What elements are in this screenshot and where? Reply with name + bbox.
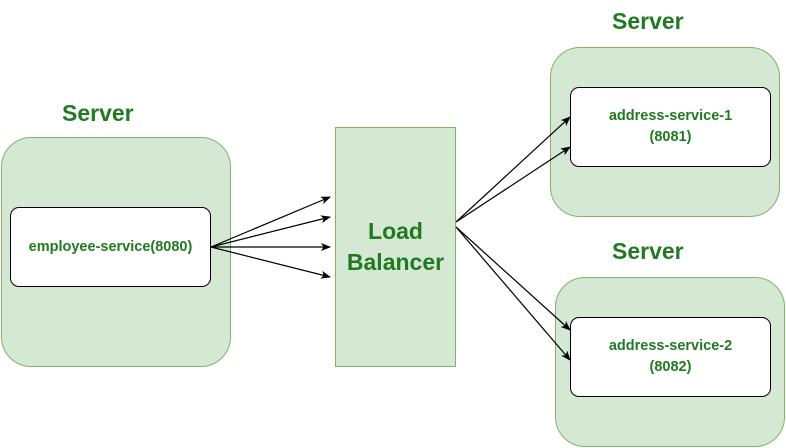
address-service-2-name: address-service-2 bbox=[608, 338, 733, 354]
load-balancer-node[interactable]: Load Balancer bbox=[335, 127, 456, 367]
employee-service-node[interactable]: employee-service(8080) bbox=[10, 207, 211, 287]
arrow-employee-to-lb-2 bbox=[210, 215, 331, 248]
server-label-address-1: Server bbox=[612, 8, 684, 34]
address-service-2-node[interactable]: address-service-2 (8082) bbox=[570, 317, 771, 397]
arrow-lb-to-address-1-a bbox=[455, 116, 571, 223]
address-service-1-port: (8081) bbox=[649, 129, 692, 145]
address-service-2-port: (8082) bbox=[649, 359, 692, 375]
server-label-address-2: Server bbox=[612, 238, 684, 264]
arrow-lb-to-address-2-a bbox=[455, 226, 571, 331]
load-balancer-label-line2: Balancer bbox=[346, 249, 445, 275]
address-service-1-name: address-service-1 bbox=[608, 108, 733, 124]
address-service-1-node[interactable]: address-service-1 (8081) bbox=[570, 87, 771, 167]
arrow-employee-to-lb-1 bbox=[210, 196, 331, 248]
employee-service-label: employee-service(8080) bbox=[28, 238, 193, 255]
server-label-employee: Server bbox=[62, 100, 134, 126]
arrow-lb-to-address-2-b bbox=[455, 226, 571, 361]
arrow-lb-to-address-1-b bbox=[455, 146, 571, 223]
arrow-employee-to-lb-4 bbox=[210, 246, 331, 279]
load-balancer-label-line1: Load bbox=[368, 218, 423, 244]
